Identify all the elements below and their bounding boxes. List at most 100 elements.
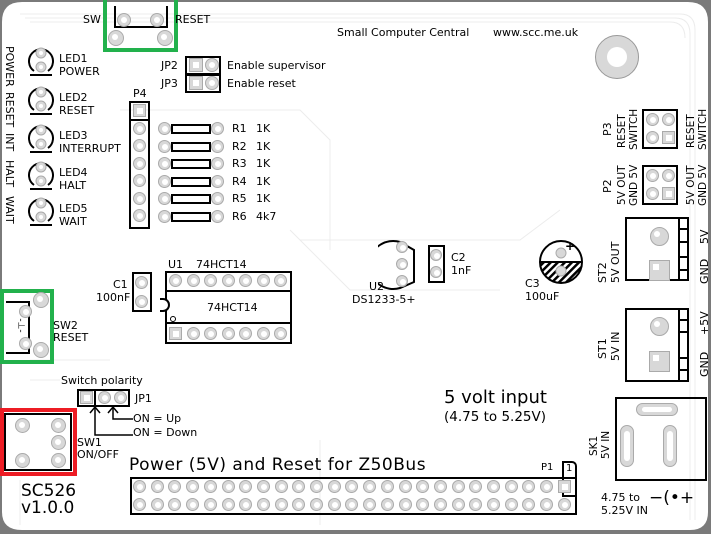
side-label-int: INT <box>3 133 16 152</box>
c1-capacitor[interactable] <box>132 272 152 312</box>
p4-header[interactable] <box>129 101 150 229</box>
jp1-on-down: ON = Down <box>133 426 198 439</box>
resistor-2[interactable] <box>171 141 211 152</box>
pad <box>363 498 377 511</box>
pad <box>396 275 408 287</box>
sk1-note1: 4.75 to <box>601 491 641 504</box>
pad <box>114 391 127 404</box>
sw1-ref: SW1 <box>77 436 102 449</box>
pad <box>133 174 146 187</box>
c2-capacitor[interactable] <box>428 245 445 283</box>
c3-capacitor[interactable] <box>538 238 584 288</box>
pad <box>540 480 554 493</box>
jp1-header[interactable] <box>77 389 130 407</box>
pad <box>363 480 377 493</box>
dc-polarity-symbol-icon: −(•+ <box>649 488 695 508</box>
p3-header[interactable] <box>642 109 678 149</box>
reset-switch-top-highlight[interactable] <box>103 0 178 52</box>
led-ref: LED5 <box>59 202 88 215</box>
pad <box>33 292 49 308</box>
pad <box>433 498 447 511</box>
pad <box>221 274 235 287</box>
pad <box>133 139 146 152</box>
pad <box>133 156 146 170</box>
side-label-power: POWER <box>3 46 16 87</box>
led-ref: LED4 <box>59 166 88 179</box>
pad <box>398 480 412 493</box>
pad <box>487 498 500 511</box>
pad <box>19 337 32 350</box>
reset-switch-sw2-highlight[interactable] <box>0 289 54 364</box>
pad <box>487 480 500 493</box>
pad <box>133 191 146 205</box>
pad-square <box>649 260 670 281</box>
pad <box>274 274 287 287</box>
c1-ref: C1 <box>113 278 128 291</box>
pad <box>646 169 659 182</box>
pad <box>433 480 447 493</box>
resistor-ref: R6 <box>232 209 247 223</box>
pad-square <box>189 76 203 90</box>
pad <box>133 121 146 135</box>
onoff-switch-sw1-highlight[interactable] <box>0 408 77 476</box>
p2-header[interactable] <box>642 165 678 205</box>
resistor-5[interactable] <box>171 194 211 204</box>
c2-ref: C2 <box>451 251 466 264</box>
led-1[interactable] <box>28 47 54 79</box>
board-name: SC526 <box>21 481 77 501</box>
pad-square <box>662 131 675 144</box>
st1-ref: ST1 <box>596 338 609 359</box>
sk1-ref: SK1 <box>588 435 600 456</box>
st2-pin2: GND <box>698 258 711 284</box>
pad <box>169 274 182 287</box>
resistor-value: 1K <box>256 139 271 153</box>
resistor-ref: R2 <box>232 139 247 153</box>
pad <box>292 480 306 493</box>
pad <box>204 274 217 287</box>
u1-ref: U1 <box>168 258 184 271</box>
p3-label2: SWITCH <box>628 108 640 150</box>
board-version: v1.0.0 <box>21 498 75 518</box>
jp3-header[interactable] <box>185 74 221 93</box>
pad <box>15 418 30 433</box>
pad <box>221 480 235 493</box>
st1-terminal[interactable] <box>625 308 689 382</box>
pad <box>158 209 171 223</box>
pad <box>345 480 359 493</box>
pad <box>211 192 224 205</box>
pad <box>158 139 171 153</box>
pad <box>327 480 341 493</box>
pad <box>239 327 252 340</box>
resistor-3[interactable] <box>171 159 211 169</box>
sw1-label: ON/OFF <box>77 448 119 461</box>
pad <box>117 13 131 27</box>
pad <box>98 391 111 404</box>
pad <box>469 480 483 493</box>
st2-pin1: 5V <box>698 229 711 244</box>
pad <box>396 241 408 253</box>
pad <box>157 30 173 46</box>
resistor-1[interactable] <box>171 124 211 134</box>
u1-body <box>165 290 292 324</box>
jp2-ref: JP2 <box>161 59 178 72</box>
pad <box>133 209 146 222</box>
pad <box>646 113 659 126</box>
resistor-6[interactable] <box>171 211 211 222</box>
pad <box>662 169 675 182</box>
resistor-4[interactable] <box>171 176 211 187</box>
led-5[interactable] <box>28 197 54 229</box>
pad <box>504 498 518 511</box>
pad <box>504 480 518 493</box>
led-3[interactable] <box>28 124 54 156</box>
pad <box>345 498 359 511</box>
pad <box>158 174 171 188</box>
reset-switch-top-body <box>114 6 168 28</box>
resistor-value: 1K <box>256 174 271 188</box>
led-4[interactable] <box>28 161 54 193</box>
pad <box>168 480 182 493</box>
led-ref: LED2 <box>59 91 88 104</box>
sk1-dc-jack[interactable] <box>615 397 707 481</box>
side-label-wait: WAIT <box>3 196 16 224</box>
led-2[interactable] <box>28 86 54 118</box>
